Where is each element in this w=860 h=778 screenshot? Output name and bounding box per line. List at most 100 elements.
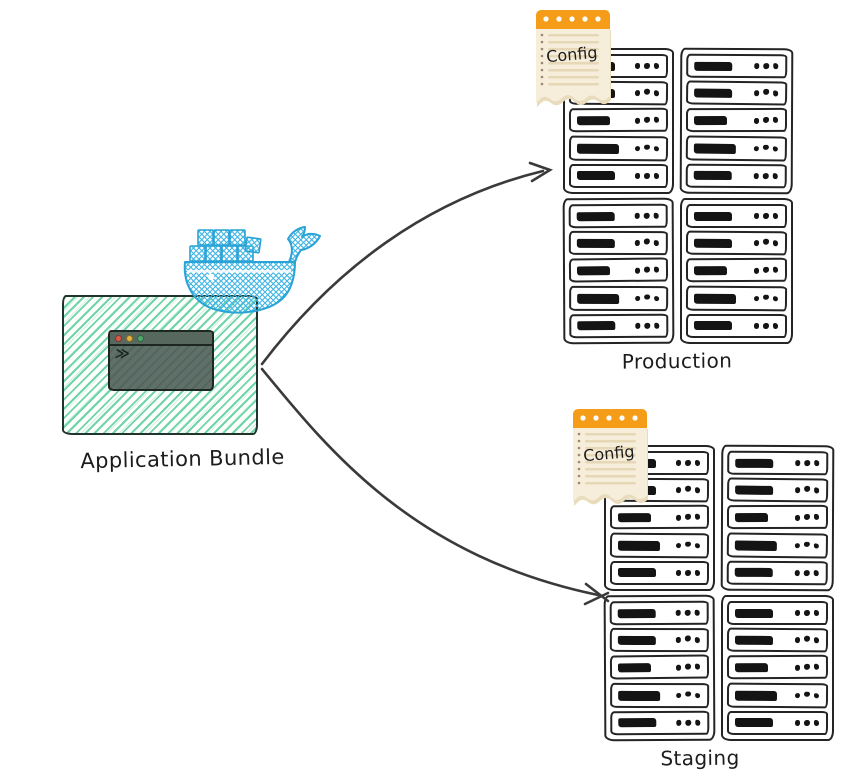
traffic-light-yellow-icon (126, 334, 133, 342)
server-led-dots (675, 636, 700, 644)
led-dot-icon (794, 637, 801, 644)
led-dot-icon (763, 323, 769, 329)
server-unit (609, 600, 709, 626)
led-dot-icon (803, 514, 810, 521)
server-slot-bar (617, 663, 652, 673)
led-dot-icon (804, 486, 810, 492)
server-unit (685, 258, 788, 283)
server-unit (610, 682, 710, 708)
led-dot-icon (813, 692, 820, 699)
led-dot-icon (794, 570, 800, 576)
led-dot-icon (643, 267, 650, 273)
led-dot-icon (675, 570, 681, 576)
led-dot-icon (794, 487, 801, 494)
server-unit (568, 135, 669, 162)
led-dot-icon (634, 213, 640, 219)
server-unit (726, 560, 828, 586)
server-led-dots (753, 173, 778, 179)
rack-column (720, 444, 835, 741)
led-dot-icon (653, 173, 659, 179)
led-dot-icon (794, 692, 801, 699)
server-led-dots (675, 570, 700, 576)
production-label: Production (621, 348, 733, 374)
server-slot-bar (693, 171, 732, 181)
server-unit (568, 231, 668, 256)
server-led-dots (675, 541, 701, 549)
server-slot-bar (735, 718, 773, 728)
server-led-dots (753, 294, 779, 302)
led-dot-icon (694, 664, 701, 670)
server-unit (685, 80, 788, 106)
server-slot-bar (577, 171, 615, 181)
led-dot-icon (803, 570, 810, 576)
led-dot-icon (653, 63, 659, 69)
led-dot-icon (694, 460, 700, 466)
led-dot-icon (813, 487, 820, 494)
led-dot-icon (694, 570, 700, 576)
led-dot-icon (694, 542, 701, 549)
arrowhead-production (528, 161, 554, 183)
led-dot-icon (644, 173, 650, 179)
server-led-dots (634, 267, 660, 275)
led-dot-icon (694, 514, 701, 521)
server-slot-bar (693, 116, 728, 126)
container-icon (221, 245, 238, 262)
led-dot-icon (675, 720, 682, 726)
led-dot-icon (653, 295, 660, 302)
server-led-dots (634, 239, 659, 247)
led-dot-icon (753, 173, 759, 179)
led-dot-icon (753, 213, 759, 219)
server-led-dots (794, 691, 820, 699)
server-unit (569, 285, 669, 311)
server-slot-bar (694, 88, 733, 98)
led-dot-icon (675, 665, 682, 672)
server-led-dots (753, 89, 779, 97)
led-dot-icon (634, 173, 640, 179)
led-dot-icon (675, 515, 682, 522)
led-dot-icon (762, 239, 769, 245)
config-note-icon-staging: Config (573, 409, 648, 506)
led-dot-icon (653, 145, 660, 152)
server-unit (568, 203, 668, 229)
server-unit (726, 682, 829, 709)
led-dot-icon (813, 664, 820, 671)
led-dot-icon (794, 610, 800, 616)
led-dot-icon (772, 323, 778, 329)
led-dot-icon (762, 173, 769, 179)
terminal-window-icon: ≫ (108, 330, 214, 391)
server-led-dots (675, 664, 701, 672)
server-slot-bar (734, 663, 769, 673)
note-ruled-lines (548, 34, 599, 86)
led-dot-icon (803, 541, 810, 547)
server-slot-bar (617, 608, 656, 618)
server-unit (685, 108, 788, 133)
led-dot-icon (794, 460, 801, 466)
server-unit (727, 450, 829, 476)
led-dot-icon (803, 664, 810, 671)
server-slot-bar (617, 539, 661, 551)
led-dot-icon (634, 323, 641, 329)
led-dot-icon (675, 692, 682, 698)
container-icon (197, 229, 214, 246)
led-dot-icon (644, 322, 650, 329)
led-dot-icon (794, 665, 801, 672)
server-slot-bar (693, 292, 737, 304)
led-dot-icon (685, 460, 691, 466)
led-dot-icon (653, 322, 660, 329)
led-dot-icon (772, 295, 779, 302)
led-dot-icon (772, 63, 779, 70)
led-dot-icon (644, 293, 650, 300)
server-slot-bar (577, 321, 616, 331)
server-led-dots (794, 570, 819, 576)
server-led-dots (794, 460, 820, 467)
server-unit (569, 313, 669, 339)
server-slot-bar (694, 211, 732, 221)
led-dot-icon (643, 213, 650, 219)
led-dot-icon (813, 514, 820, 521)
server-led-dots (634, 322, 660, 329)
server-slot-bar (734, 689, 778, 701)
led-dot-icon (753, 118, 760, 125)
server-slot-bar (693, 142, 736, 154)
led-dot-icon (762, 267, 769, 274)
